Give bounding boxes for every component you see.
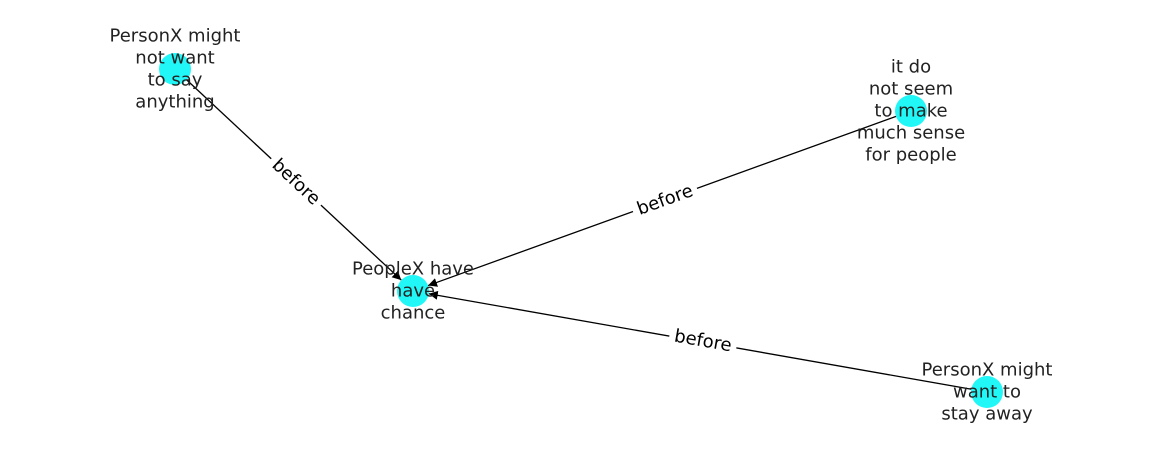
- edge-label-background: [667, 322, 739, 360]
- edge-label-group: before: [262, 149, 330, 215]
- node-label-line: for people: [865, 145, 957, 166]
- edge-label-group: before: [628, 176, 702, 224]
- edge-labels-layer: before before before: [262, 149, 739, 360]
- edge-label-group: before: [667, 322, 739, 360]
- node-label-line: much sense: [857, 123, 965, 144]
- node-label-line: not seem: [869, 79, 953, 100]
- node-peoplex-chance: [397, 275, 429, 307]
- node-label-line: chance: [381, 303, 446, 324]
- node-label-line: PersonX might: [110, 26, 241, 47]
- node-label-line: PeopleX have: [352, 259, 474, 280]
- node-label-line: anything: [135, 92, 214, 113]
- edge-label-background: [262, 149, 330, 215]
- node-label-line: want to: [953, 382, 1021, 403]
- node-label-line: it do: [891, 57, 931, 78]
- node-label-line: PersonX might: [922, 360, 1053, 381]
- edge-label: before: [268, 155, 325, 210]
- node-label-line: have: [391, 281, 435, 302]
- edges-layer: [174, 68, 988, 393]
- edge-label-background: [628, 176, 702, 224]
- node-label-line: to say: [148, 70, 203, 91]
- node-not-want-to-say: [159, 53, 191, 85]
- nodes-layer: [159, 53, 1003, 408]
- node-label-line: stay away: [941, 404, 1033, 425]
- node-label-line: not want: [135, 48, 214, 69]
- node-label-line: to make: [874, 101, 947, 122]
- node-no-sense: [895, 95, 927, 127]
- node-stay-away: [971, 376, 1003, 408]
